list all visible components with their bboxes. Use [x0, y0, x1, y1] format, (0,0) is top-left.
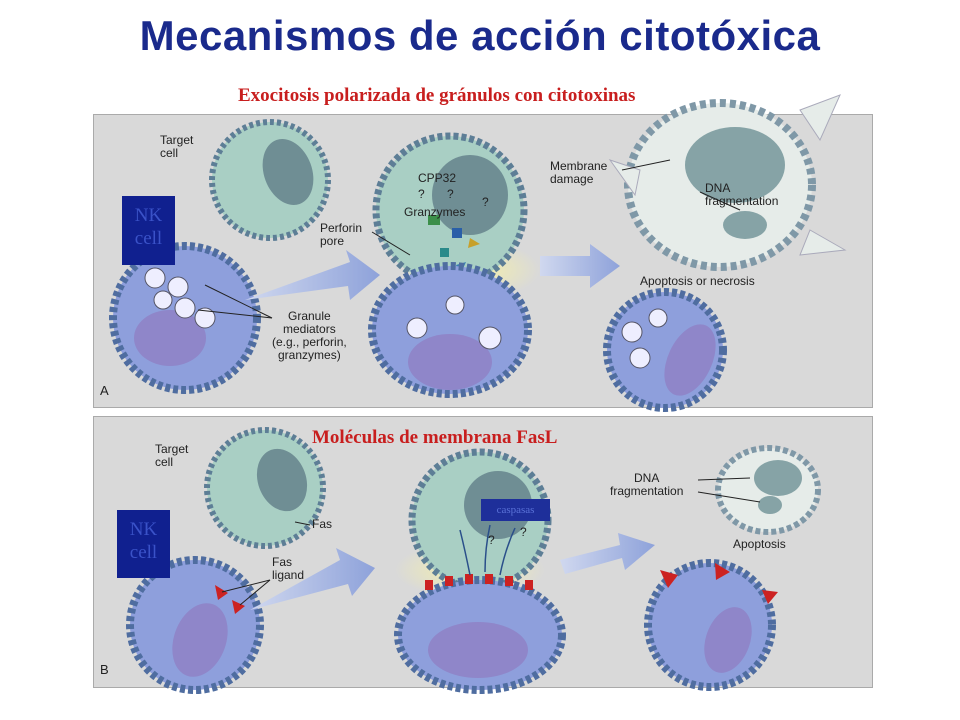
label-q1-a: ?: [418, 187, 425, 201]
label-granzymes: Granzymes: [404, 205, 466, 219]
label-apoptosis: Apoptosis: [733, 537, 786, 551]
apoptotic-cell-b3: [715, 445, 821, 535]
target-cell-b1: [204, 427, 326, 549]
label-apoptosis-or-necrosis: Apoptosis or necrosis: [640, 274, 755, 288]
nk-cell-a2: [368, 262, 532, 398]
label-q1-b: ?: [488, 533, 495, 547]
nk-cell-b1: [126, 556, 264, 694]
arrow-a1: [245, 250, 380, 300]
nk-cell-a3: [603, 288, 727, 412]
target-cell-a1: [209, 119, 331, 241]
label-cpp32: CPP32: [418, 171, 457, 185]
label-q2-b: ?: [520, 525, 527, 539]
nk-cell-a1: [109, 242, 261, 394]
arrow-a2: [540, 244, 620, 288]
label-q3-a: ?: [482, 195, 489, 209]
panel-a-letter: A: [100, 383, 109, 398]
label-fas: Fas: [312, 517, 333, 531]
nk-cell-b3: [644, 559, 778, 691]
label-q2-a: ?: [447, 187, 454, 201]
page-title: Mecanismos de acción citotóxica: [139, 12, 821, 59]
panel-b-subtitle: Moléculas de membrana FasL: [312, 427, 558, 448]
nk-cell-b2: [394, 574, 566, 694]
arrow-b1: [250, 548, 375, 610]
apoptotic-cell-a3: [608, 94, 847, 271]
panel-b-letter: B: [100, 662, 109, 677]
arrow-b2: [560, 533, 655, 574]
panel-a-subtitle: Exocitosis polarizada de gránulos con ci…: [238, 85, 636, 106]
caspasas-box: caspasas: [481, 499, 550, 521]
